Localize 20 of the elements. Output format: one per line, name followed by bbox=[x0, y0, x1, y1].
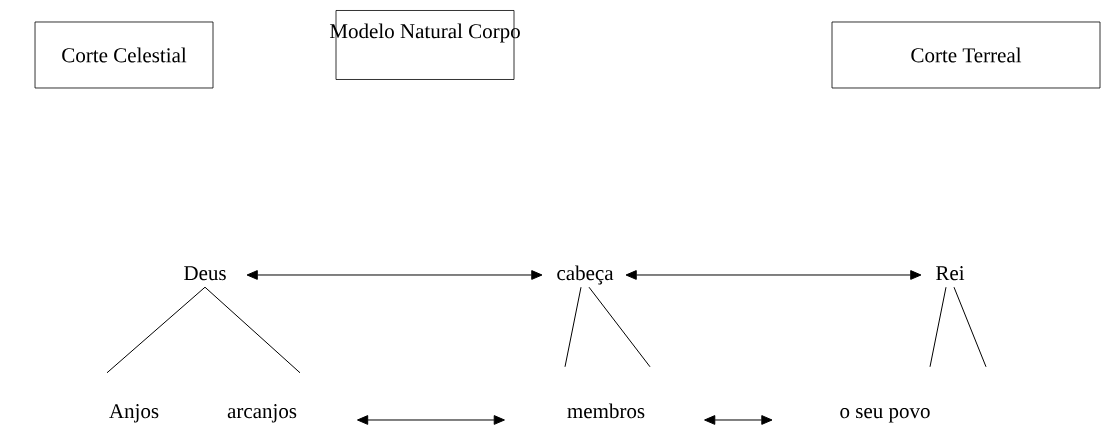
arrow bbox=[625, 270, 922, 280]
arrow bbox=[704, 415, 773, 425]
line bbox=[204, 286, 301, 374]
line bbox=[953, 286, 987, 368]
arrow bbox=[357, 415, 505, 425]
label-text: arcanjos bbox=[227, 404, 297, 423]
label-text: membros bbox=[567, 403, 645, 419]
label-text: Anjos bbox=[109, 404, 159, 423]
text-box: Corte Terreal bbox=[831, 21, 1101, 89]
arrow bbox=[246, 270, 543, 280]
label-text: Rei bbox=[936, 266, 965, 281]
text-box: Modelo Natural Corpo bbox=[329, 10, 520, 80]
line bbox=[929, 286, 947, 368]
line bbox=[106, 286, 206, 374]
label-text: o seu povo bbox=[840, 408, 930, 423]
line bbox=[564, 286, 582, 368]
label-text: cabeça bbox=[557, 265, 614, 285]
line bbox=[588, 286, 651, 368]
text-box: Corte Celestial bbox=[34, 21, 214, 89]
label-text: Deus bbox=[184, 266, 226, 281]
